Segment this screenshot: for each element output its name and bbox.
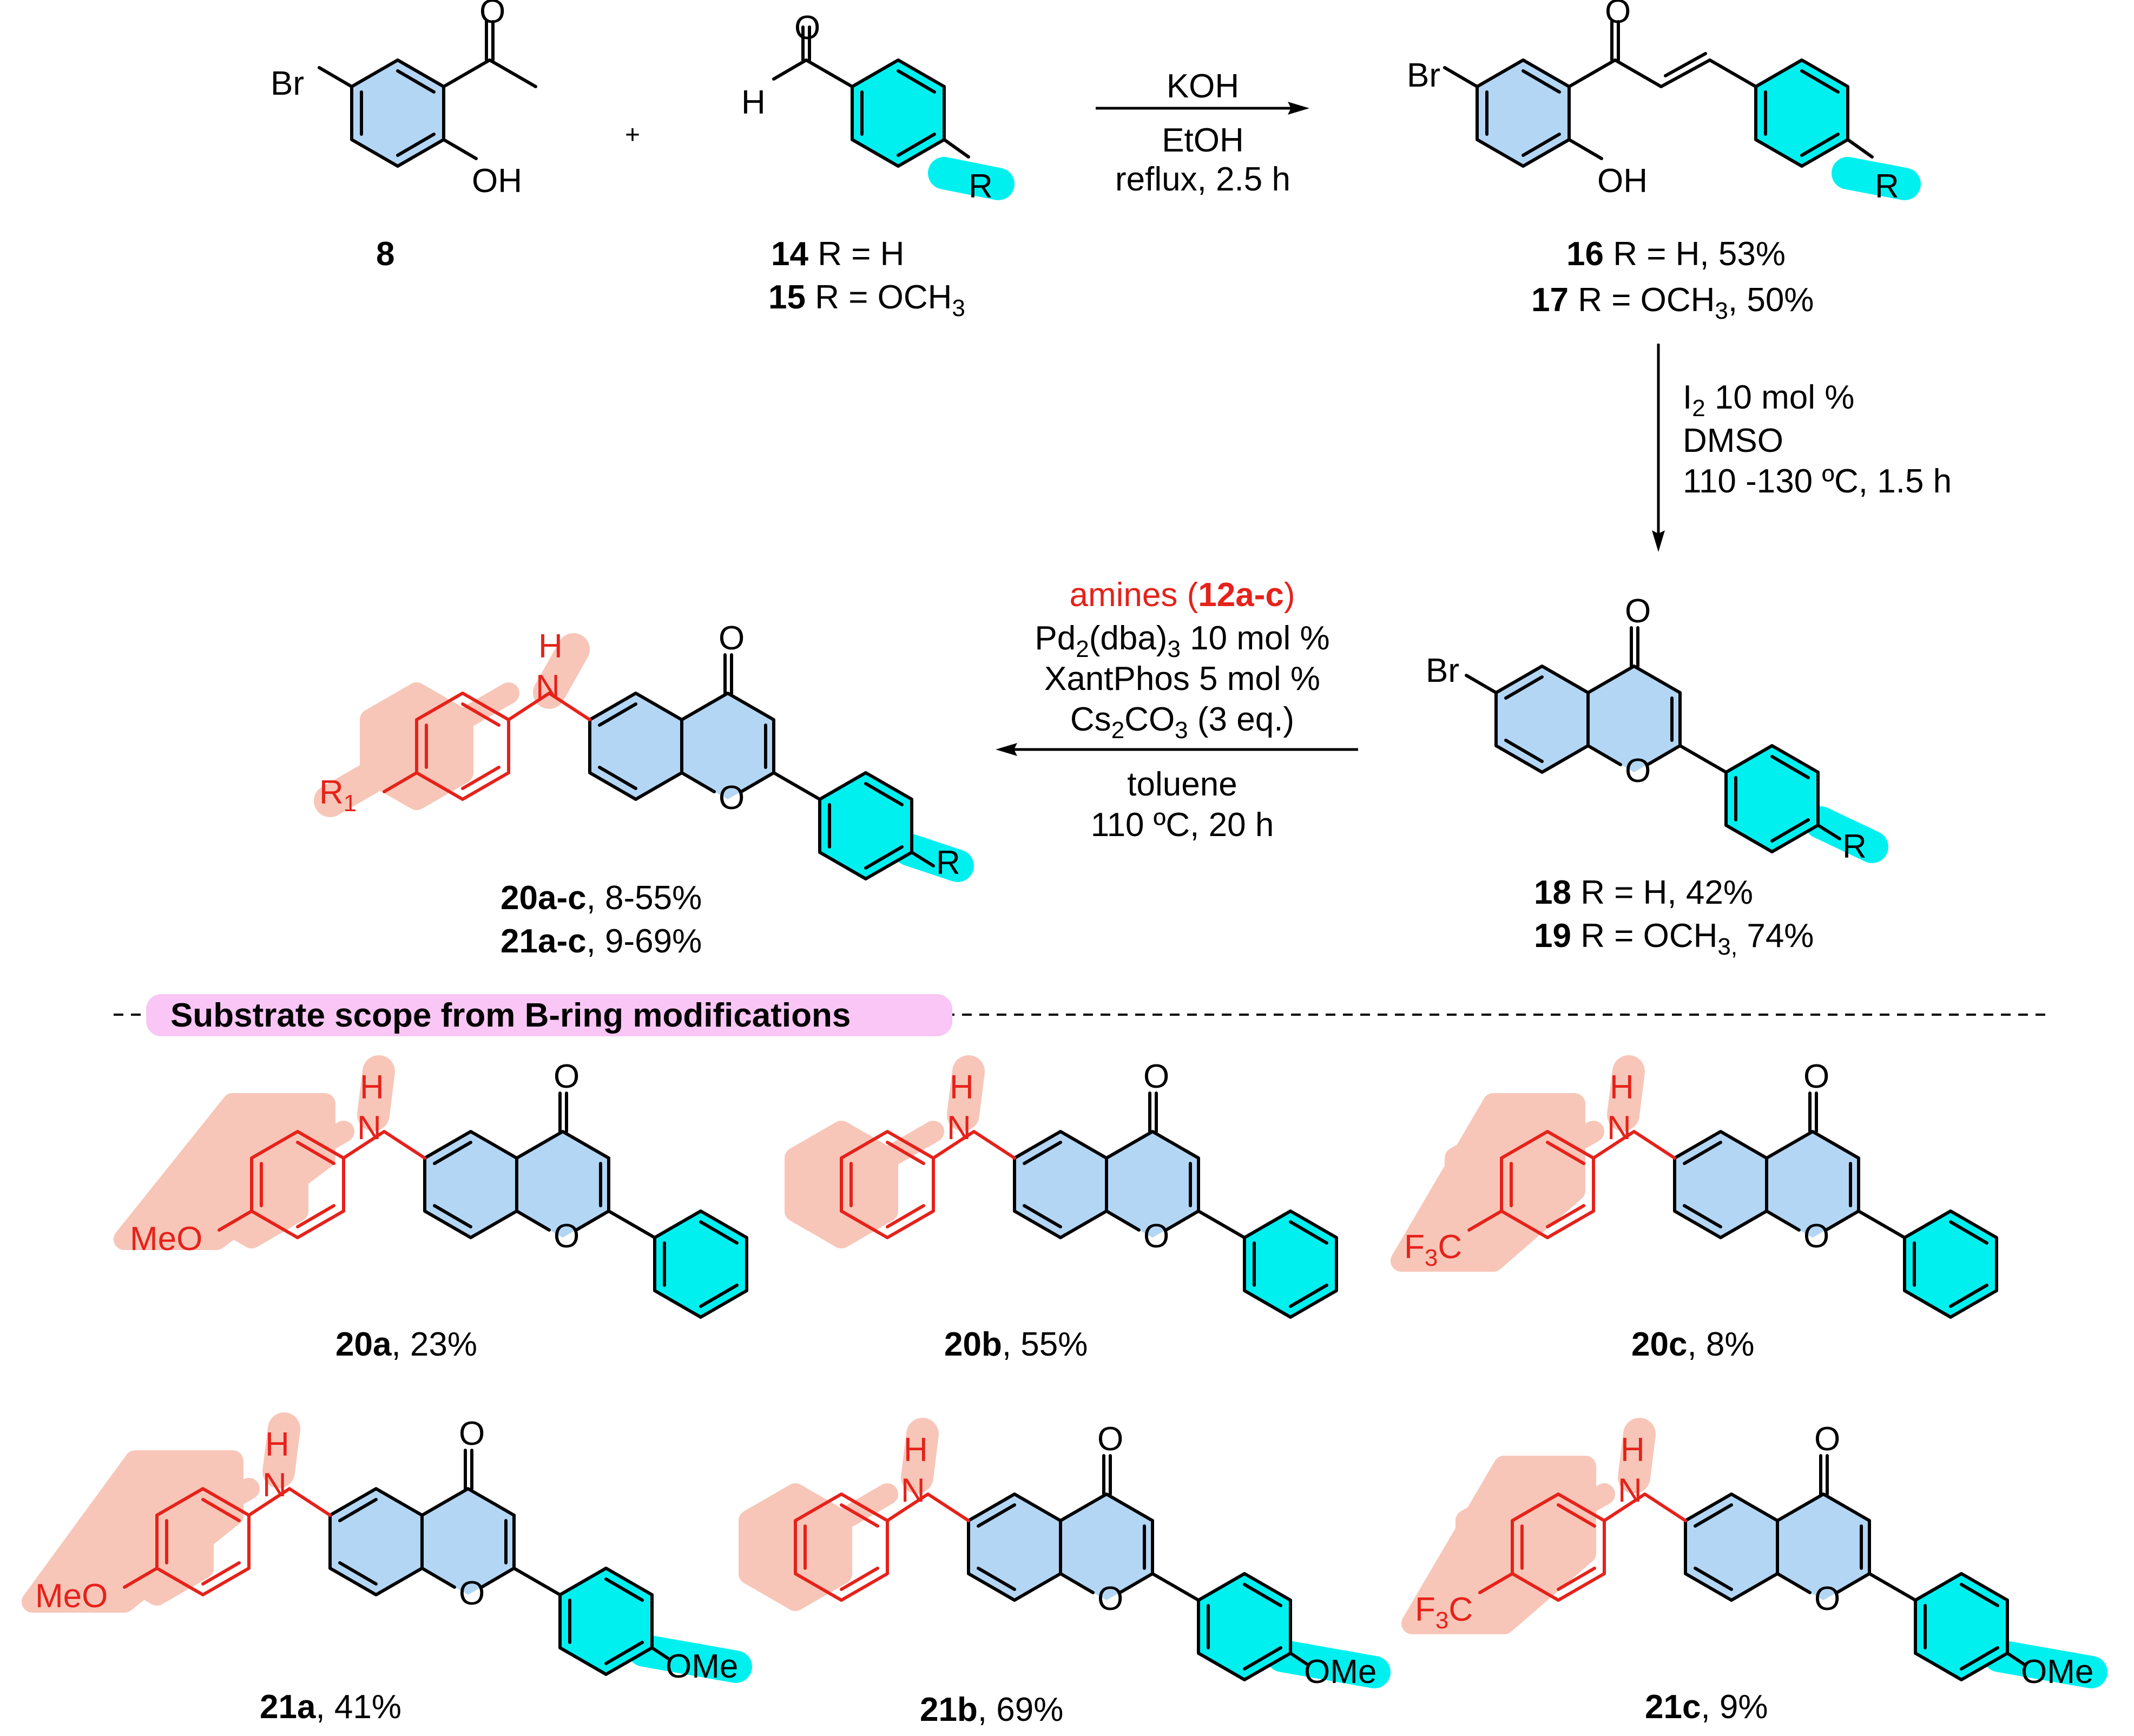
r-group-label: R [1875, 168, 1899, 205]
compound-21-label: 21a-c, 9-69% [500, 923, 702, 960]
svg-text:H: H [1610, 1069, 1634, 1106]
svg-text:H: H [1621, 1431, 1645, 1469]
svg-text:O: O [1097, 1580, 1123, 1617]
reaction-step-2: I2 10 mol % DMSO 110 -130 ºC, 1.5 h [1652, 344, 1952, 552]
amines-label: amines (12a-c) [1070, 576, 1295, 614]
svg-text:H: H [360, 1069, 384, 1106]
ring-oxygen-label: O [1625, 752, 1651, 790]
reagent-koh: KOH [1167, 68, 1239, 105]
catalyst-iodine: I2 10 mol % [1683, 379, 1854, 422]
svg-text:N: N [262, 1467, 287, 1504]
svg-text:O: O [459, 1415, 485, 1452]
conditions-reflux: reflux, 2.5 h [1115, 161, 1290, 198]
oxygen-label: O [719, 620, 745, 657]
svg-text:O: O [1803, 1218, 1829, 1255]
solvent-etoh: EtOH [1162, 122, 1244, 159]
scope-banner-bg [146, 994, 952, 1036]
svg-text:O: O [554, 1058, 579, 1095]
svg-text:MeO: MeO [35, 1577, 108, 1615]
catalyst-pd: Pd2(dba)3 10 mol % [1035, 620, 1329, 662]
compound-19-label: 19 R = OCH3, 74% [1534, 917, 1814, 960]
compound-20b: H N O O 20b, 55% [795, 1055, 1336, 1363]
svg-text:O: O [554, 1218, 579, 1255]
amine-h-label: H [538, 628, 563, 665]
r-group-label: R [969, 168, 993, 205]
plus-sign: + [625, 121, 640, 149]
hydrogen-label: H [741, 84, 766, 121]
amine-n-label: N [536, 668, 560, 706]
compound-20a: H N O O MeO 20a, 23% [114, 1055, 747, 1363]
r-group-label: R [1842, 828, 1867, 865]
svg-text:20b, 55%: 20b, 55% [944, 1326, 1088, 1363]
reaction-step-3: amines (12a-c) Pd2(dba)3 10 mol % XantPh… [996, 576, 1358, 844]
oxygen-label: O [1605, 0, 1631, 30]
svg-text:OMe: OMe [1304, 1653, 1376, 1691]
conditions-temp: 110 ºC, 20 h [1091, 806, 1274, 844]
svg-text:O: O [1143, 1058, 1169, 1095]
svg-text:O: O [1143, 1218, 1169, 1255]
compound-17-label: 17 R = OCH3, 50% [1531, 281, 1814, 324]
svg-text:N: N [1618, 1472, 1642, 1509]
scope-banner-title: Substrate scope from B-ring modification… [170, 997, 851, 1034]
oxygen-label: O [1625, 593, 1651, 630]
svg-text:O: O [1814, 1580, 1840, 1617]
conditions-temp: 110 -130 ºC, 1.5 h [1683, 463, 1952, 500]
svg-text:MeO: MeO [130, 1220, 202, 1258]
compound-20-label: 20a-c, 8-55% [500, 879, 702, 917]
reaction-step-1: KOH EtOH reflux, 2.5 h [1096, 68, 1309, 198]
svg-text:H: H [904, 1431, 928, 1469]
svg-text:N: N [947, 1109, 971, 1147]
compound-18-label: 18 R = H, 42% [1534, 874, 1753, 911]
svg-text:O: O [1803, 1058, 1829, 1095]
r-group-label: R [936, 844, 960, 882]
svg-text:OMe: OMe [666, 1648, 738, 1685]
svg-text:20c, 8%: 20c, 8% [1631, 1326, 1755, 1363]
solvent-toluene: toluene [1127, 766, 1237, 803]
hydroxyl-label: OH [472, 162, 522, 200]
svg-text:N: N [901, 1472, 925, 1509]
product-20-21-general: H N O O R R1 20a-c, 8-55% 21a-c, 9-69% [314, 620, 974, 960]
hydroxyl-label: OH [1597, 162, 1648, 200]
compound-16-label: 16 R = H, 53% [1566, 235, 1786, 273]
svg-text:F3C: F3C [1415, 1591, 1473, 1634]
compound-21b: H N O O OMe 21b, 69% [749, 1418, 1391, 1728]
ring-oxygen-label: O [719, 779, 745, 817]
bromine-label: Br [271, 65, 304, 102]
aldehyde-14-15: O H R 14 R = H 15 R = OCH3 [741, 9, 1015, 321]
compound-8: Br O OH 8 [271, 0, 537, 273]
svg-text:20a, 23%: 20a, 23% [335, 1326, 477, 1363]
svg-text:O: O [459, 1575, 485, 1612]
compound-21a: H N O O MeO OMe 21a, 41% [22, 1412, 752, 1726]
svg-text:21c, 9%: 21c, 9% [1645, 1688, 1768, 1726]
svg-text:21b, 69%: 21b, 69% [920, 1691, 1063, 1728]
svg-text:F3C: F3C [1404, 1228, 1462, 1271]
compound-15-label: 15 R = OCH3 [768, 279, 965, 321]
svg-text:O: O [1814, 1421, 1840, 1458]
oxygen-label: O [479, 0, 505, 30]
svg-text:H: H [950, 1069, 974, 1106]
svg-text:O: O [1097, 1421, 1123, 1458]
flavone-18-19: Br O O R 18 R = H, 42% 19 R = OCH3, 74% [1426, 593, 1888, 960]
compound-number: 8 [376, 235, 394, 273]
compound-14-label: 14 R = H [771, 235, 904, 273]
svg-text:21a, 41%: 21a, 41% [260, 1688, 401, 1726]
svg-text:N: N [1607, 1109, 1631, 1147]
r1-group-label: R1 [319, 774, 357, 817]
svg-text:N: N [357, 1109, 381, 1147]
compound-20c: H N O O F3C 20c, 8% [1391, 1055, 1997, 1363]
svg-text:OMe: OMe [2021, 1653, 2093, 1691]
ligand-xantphos: XantPhos 5 mol % [1044, 660, 1320, 698]
solvent-dmso: DMSO [1683, 422, 1783, 459]
bromine-label: Br [1407, 57, 1440, 94]
svg-text:H: H [265, 1426, 289, 1463]
compound-21c: H N O O F3C OMe 21c, 9% [1401, 1418, 2107, 1726]
bromine-label: Br [1426, 652, 1459, 689]
base-cs2co3: Cs2CO3 (3 eq.) [1070, 701, 1294, 744]
oxygen-label: O [794, 9, 820, 47]
chalcone-16-17: Br O OH R 16 R = H, 53% 17 R = OCH3, 50% [1407, 0, 1921, 324]
